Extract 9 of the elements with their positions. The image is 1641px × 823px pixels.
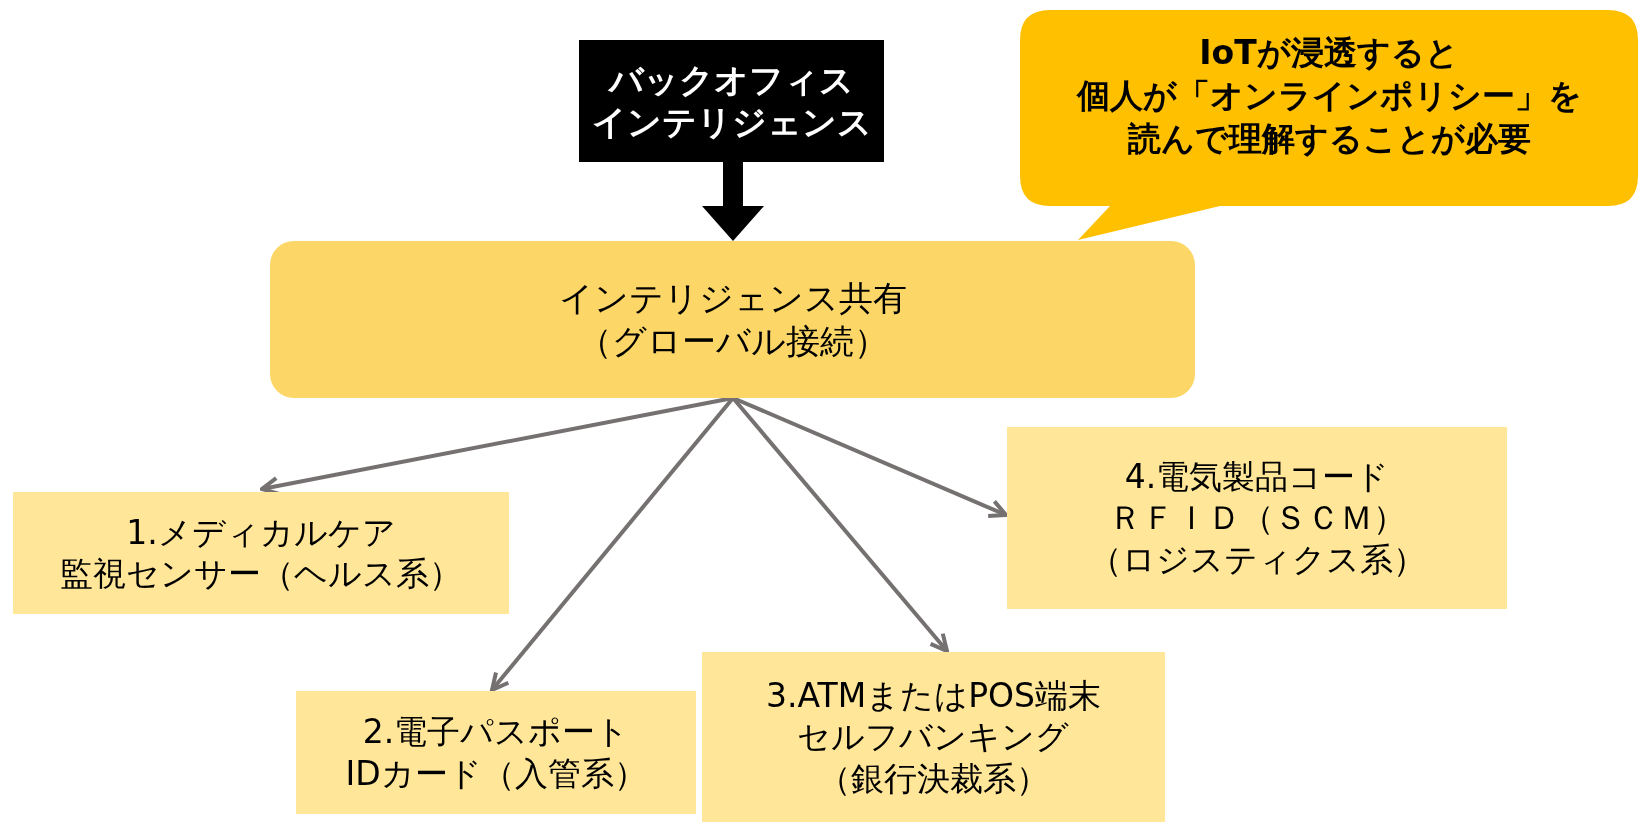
title-box: バックオフィスインテリジェンス: [579, 40, 884, 162]
speech-bubble: IoTが浸透すると個人が「オンラインポリシー」を読んで理解することが必要: [1020, 10, 1638, 240]
category-box: 1.メディカルケア監視センサー（ヘルス系）: [13, 492, 509, 614]
arrow: [732, 396, 1008, 519]
arrow: [702, 162, 764, 241]
process-box: インテリジェンス共有（グローバル接続）: [270, 241, 1195, 398]
category-box: 4.電気製品コードＲＦＩＤ（ＳＣＭ）（ロジスティクス系）: [1007, 427, 1507, 609]
category-box: 2.電子パスポートIDカード（入管系）: [296, 691, 696, 814]
category-box: 3.ATMまたはPOS端末セルフバンキング（銀行決裁系）: [702, 652, 1165, 822]
